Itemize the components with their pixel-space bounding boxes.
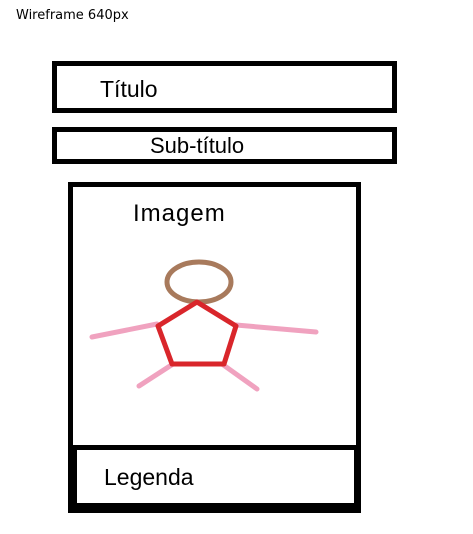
title-block: [52, 61, 397, 113]
subtitle-block: [52, 127, 397, 164]
subtitle-label: Sub-título: [150, 133, 245, 158]
right-arm: [233, 322, 319, 335]
caption-label: Legenda: [104, 464, 194, 490]
body-pentagon: [155, 299, 239, 367]
caption-block: [72, 445, 359, 508]
right-leg: [219, 361, 260, 392]
left-leg: [136, 361, 176, 389]
left-arm: [89, 321, 160, 340]
head: [164, 259, 234, 305]
image-label: Imagem: [133, 200, 226, 227]
title-label: Título: [100, 76, 158, 102]
page-label: Wireframe 640px: [16, 8, 129, 23]
